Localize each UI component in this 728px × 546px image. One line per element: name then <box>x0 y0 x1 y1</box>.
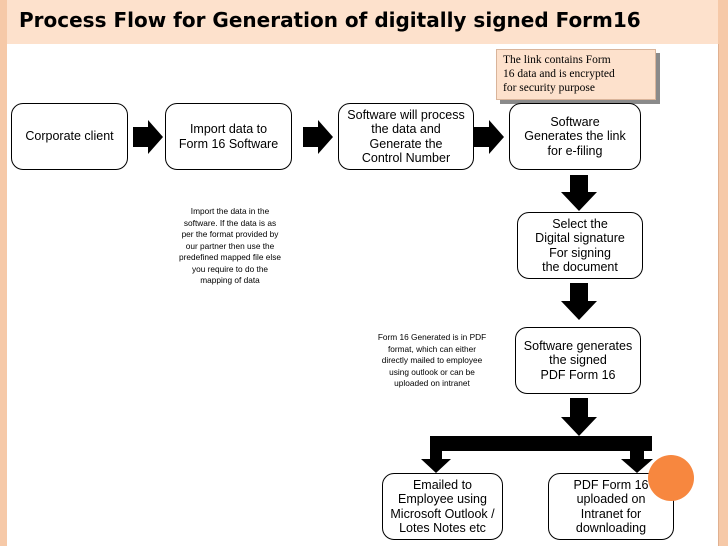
process-data-box: Software will process the data and Gener… <box>338 103 474 170</box>
split-bar <box>430 436 652 451</box>
corporate-client-box: Corporate client <box>11 103 128 170</box>
split-right-stem <box>630 451 644 459</box>
arrow-down-2 <box>561 283 597 320</box>
encryption-callout: The link contains Form 16 data and is en… <box>496 49 656 100</box>
split-left-stem <box>430 451 442 459</box>
import-data-box: Import data to Form 16 Software <box>165 103 292 170</box>
left-border <box>0 0 7 546</box>
arrow-right-1 <box>133 120 163 154</box>
pdf-note: Form 16 Generated is in PDF format, whic… <box>377 332 487 388</box>
arrow-down-left <box>421 459 451 473</box>
select-signature-box: Select the Digital signature For signing… <box>517 212 643 279</box>
signed-pdf-box: Software generates the signed PDF Form 1… <box>515 327 641 394</box>
intranet-box: PDF Form 16 uploaded on Intranet for dow… <box>548 473 674 540</box>
import-note: Import the data in the software. If the … <box>179 206 281 285</box>
title-bar: Process Flow for Generation of digitally… <box>7 0 718 45</box>
generate-link-box: Software Generates the link for e-filing <box>509 103 641 170</box>
arrow-down-1 <box>561 175 597 211</box>
emailed-box: Emailed to Employee using Microsoft Outl… <box>382 473 503 540</box>
arrow-down-3 <box>561 398 597 436</box>
slide-title: Process Flow for Generation of digitally… <box>19 8 641 32</box>
arrow-right-3 <box>474 120 504 154</box>
right-border <box>718 0 728 546</box>
decorative-circle <box>648 455 694 501</box>
arrow-right-2 <box>303 120 333 154</box>
arrow-down-right <box>621 459 653 473</box>
